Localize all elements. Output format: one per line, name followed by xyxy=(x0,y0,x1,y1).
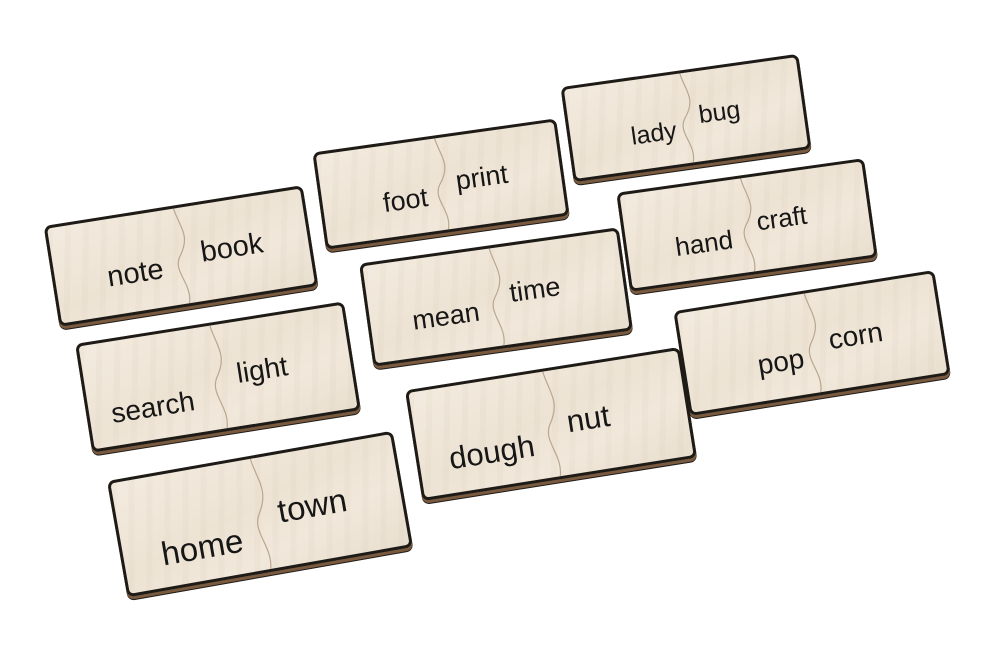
word-left: hand xyxy=(673,224,735,263)
tile-dough-nut: dough nut xyxy=(404,346,698,502)
tile-mean-time: mean time xyxy=(359,227,633,367)
puzzle-seam xyxy=(159,206,204,306)
word-right: craft xyxy=(754,199,809,237)
word-right: bug xyxy=(696,95,742,130)
tile-note-book: note book xyxy=(43,185,319,327)
word-right: nut xyxy=(564,397,613,440)
puzzle-seam xyxy=(195,323,241,430)
puzzle-seam xyxy=(789,291,834,394)
tile-pop-corn: pop corn xyxy=(673,270,951,416)
tile-foot-print: foot print xyxy=(312,118,570,250)
word-right: time xyxy=(507,271,563,308)
word-left: foot xyxy=(381,182,430,219)
puzzle-seam xyxy=(474,246,517,347)
tile-hand-craft: hand craft xyxy=(616,158,878,292)
puzzle-seam xyxy=(726,176,769,273)
tile-lady-bug: lady bug xyxy=(560,53,812,183)
tile-home-town: home town xyxy=(106,430,414,598)
puzzle-seam xyxy=(236,456,285,572)
tile-search-light: search light xyxy=(75,301,361,453)
puzzle-seam xyxy=(528,369,574,478)
word-left: lady xyxy=(629,116,679,151)
word-left: pop xyxy=(755,342,807,381)
puzzle-seam xyxy=(665,71,707,164)
puzzle-seam xyxy=(420,136,463,231)
